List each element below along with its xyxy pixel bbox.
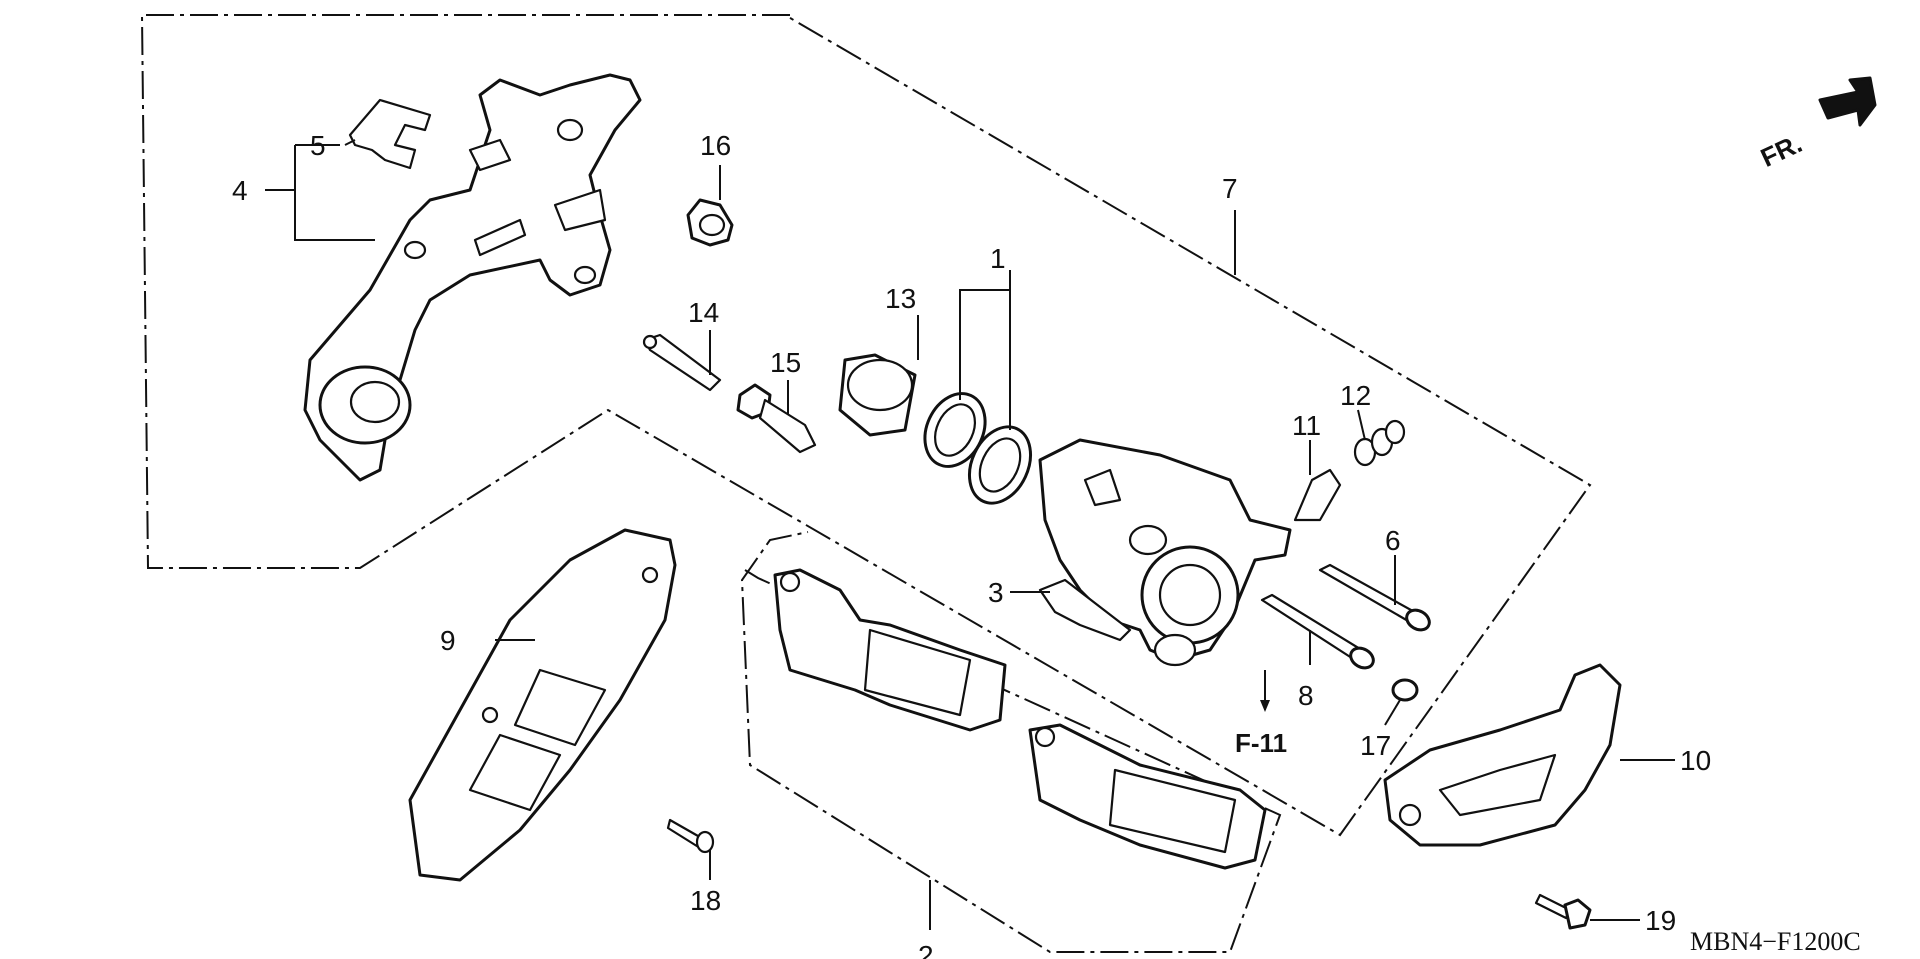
callout-16: 16 <box>700 130 731 161</box>
pin-bolt[interactable] <box>1318 563 1433 634</box>
brake-pad-inner[interactable] <box>1028 723 1267 870</box>
callout-1: 1 <box>990 243 1006 274</box>
screw[interactable] <box>666 818 715 854</box>
callout-15: 15 <box>770 347 801 378</box>
callout-12: 12 <box>1340 380 1371 411</box>
callout-5: 5 <box>310 130 326 161</box>
leader-lines <box>265 139 1675 930</box>
callout-3: 3 <box>988 577 1004 608</box>
pad-retainer-spring[interactable] <box>1038 578 1132 642</box>
cross-reference: F-11 <box>1235 728 1287 758</box>
caliper-guard[interactable] <box>1383 663 1622 847</box>
bleeder-cap[interactable] <box>1353 419 1406 467</box>
callout-13: 13 <box>885 283 916 314</box>
callout-14: 14 <box>688 297 719 328</box>
callout-8: 8 <box>1298 680 1314 711</box>
group-outline-bracket <box>140 14 1592 837</box>
pad-spring[interactable] <box>348 98 432 170</box>
pad-pin-bolt[interactable] <box>1260 593 1377 672</box>
bleeder-valve[interactable] <box>1293 468 1342 522</box>
callout-10: 10 <box>1680 745 1711 776</box>
callout-17: 17 <box>1360 730 1391 761</box>
callout-18: 18 <box>690 885 721 916</box>
drawing-code: MBN4−F1200C <box>1690 927 1861 956</box>
group-outline-pads <box>740 531 1282 953</box>
brake-pad-outer[interactable] <box>773 568 1007 732</box>
piston-seal-set[interactable] <box>914 384 1043 513</box>
disc-guard[interactable] <box>408 528 677 882</box>
piston[interactable] <box>838 353 917 437</box>
pin-boot[interactable] <box>1391 678 1419 702</box>
caliper-bracket[interactable] <box>303 73 642 482</box>
front-direction-arrow-icon <box>1818 76 1877 127</box>
callout-19: 19 <box>1645 905 1676 936</box>
flange-bolt[interactable] <box>1534 893 1592 930</box>
callout-7: 7 <box>1222 173 1238 204</box>
caliper-body[interactable] <box>1038 438 1292 667</box>
callout-11: 11 <box>1292 410 1321 441</box>
callout-6: 6 <box>1385 525 1401 556</box>
callout-2: 2 <box>918 940 934 959</box>
pad-pin[interactable] <box>642 333 722 392</box>
boot[interactable] <box>686 198 734 247</box>
callout-9: 9 <box>440 625 456 656</box>
caliper-pin-bolt[interactable] <box>736 383 817 454</box>
callout-4: 4 <box>232 175 248 206</box>
front-indicator: FR. <box>1756 128 1807 173</box>
